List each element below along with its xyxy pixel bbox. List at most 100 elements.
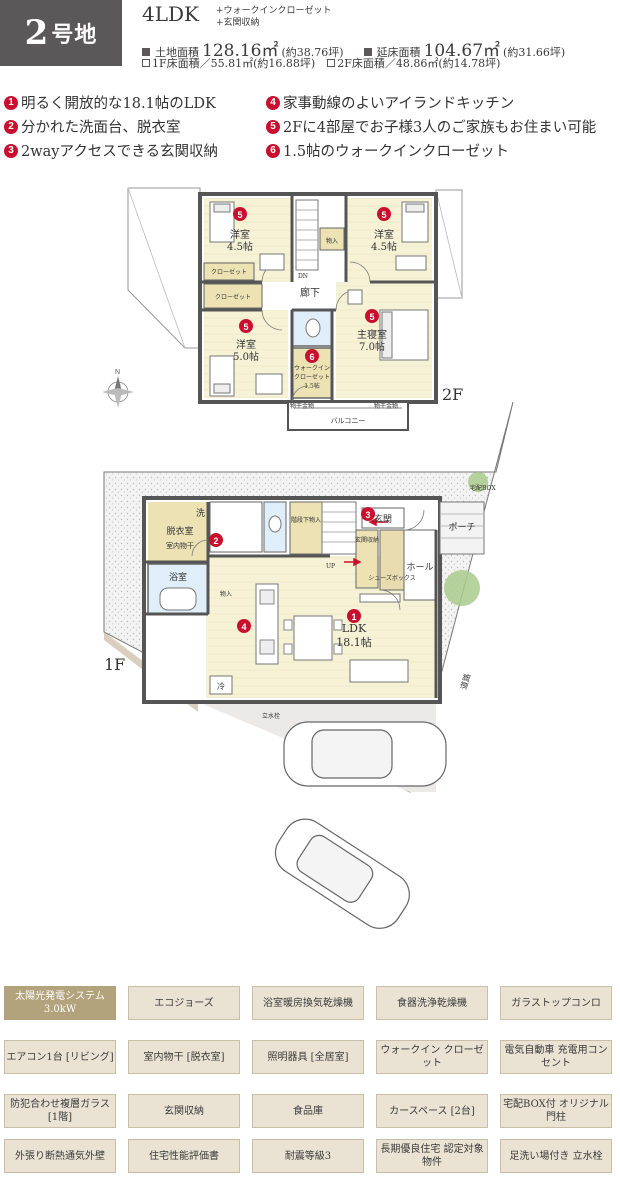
road-label: 道路 [458,672,472,690]
lot-suffix: 号地 [51,22,98,48]
marker-kitchen: 4 [241,622,246,632]
floor1-area: 1F床面積／55.81㎡(約16.88坪) [152,57,316,70]
plan-extra-1: +ウォークインクローゼット [216,6,332,16]
staircase-1f [321,501,357,555]
entrance-label: 玄関 [374,513,392,525]
balcony-label: バルコニー [331,417,366,425]
equipment-tile: 太陽光発電システム 3.0kW [4,986,116,1020]
equipment-tile: 食器洗浄乾燥機 [376,986,488,1020]
square-marker [327,59,336,67]
equipment-tile: 室内物干 [脱衣室] [128,1040,240,1074]
ldk-label: LDK [342,622,367,635]
feature-number-badge: 1 [4,95,18,110]
room-markers-2f: 5 5 5 5 6 [233,207,391,363]
equipment-tile: 浴室暖房換気乾燥機 [252,986,364,1020]
land-area-tsubo: (約38.76坪) [281,46,344,59]
equipment-tile: 外張り断熱通気外壁 [4,1139,116,1173]
marker-entrance: 3 [365,510,370,520]
marker-room-a: 5 [237,210,242,220]
car-icon [274,721,447,929]
compass-icon: N [102,369,134,408]
floor-2-label: 2F [442,385,463,404]
equipment-tile: 足洗い場付き 立水栓 [500,1139,612,1173]
room-hall [403,529,437,601]
equipment-tile: ウォークイン クローゼット [376,1040,488,1074]
hanger-label-2: 物干金物 [374,402,398,410]
storage-label: 物入 [326,237,338,245]
floor-2-plan: 洋室 4.5帖 洋室 4.5帖 洋室 5.0帖 主寝室 7.0帖 廊下 DN 物… [102,187,463,431]
marker-room-b: 5 [381,210,386,220]
dressing-sub-label: 室内物干 [166,541,194,550]
marker-wic: 6 [309,352,314,362]
wash-label: 洗 [196,507,205,519]
closet-a-label: クローゼット [215,293,251,301]
feature-number-badge: 3 [4,143,18,158]
feature-text: 明るく開放的な18.1帖のLDK [21,96,216,112]
floor-1-plan: 洗 脱衣室 室内物干 浴室 階段下物入 玄関 玄関収納 シューズボックス ホール… [103,401,514,929]
stair-down-label: DN [298,273,308,280]
marker-ldk: 1 [351,612,356,622]
floor-plan-diagram: 洋室 4.5帖 洋室 4.5帖 洋室 5.0帖 主寝室 7.0帖 廊下 DN 物… [102,187,514,929]
access-arrows [344,517,388,567]
room-stair-storage [289,501,323,555]
marker-dressing: 2 [213,536,218,546]
equipment-tile: 電気自動車 充電用コンセント [500,1040,612,1074]
roof-left [127,187,201,349]
marker-room-c: 5 [243,322,248,332]
closet-a [203,283,263,309]
fridge-label: 冷 [217,681,225,691]
porch-label: ポーチ [448,522,475,533]
stair-up-label: UP [326,563,335,570]
shoe-box-label: シューズボックス [368,574,416,582]
wic-label-2: クローゼット [294,373,330,381]
wic-size: 1.5帖 [304,382,320,390]
hall-label: ホール [406,562,433,573]
floor-area-tsubo: (約31.66坪) [503,46,566,59]
equipment-tile: エアコン1台 [リビング] [4,1040,116,1074]
room-size-master: 7.0帖 [359,340,385,353]
plan-extra-2: +玄関収納 [216,18,260,28]
tv-stand [359,593,401,603]
feature-number-badge: 5 [266,119,280,134]
room-size-c: 5.0帖 [233,350,259,363]
feature-text: 2wayアクセスできる玄関収納 [21,144,218,160]
dining-table [293,615,333,661]
feature-number-badge: 6 [266,143,280,158]
dressing-label: 脱衣室 [166,525,193,537]
feature-number-badge: 2 [4,119,18,134]
closet-b-label: クローゼット [211,268,247,276]
compass-north-label: N [115,369,120,376]
floor-1-label: 1F [104,655,125,674]
room-dressing [148,502,208,562]
equipment-tile: 玄関収納 [128,1094,240,1128]
square-marker [363,48,372,56]
equipment-tile: ガラストップコンロ [500,986,612,1020]
equipment-tile: 耐震等級3 [252,1139,364,1173]
room-label-c: 洋室 [236,338,256,351]
floor2-area: 2F床面積／48.86㎡(約14.78坪) [337,57,501,70]
equipment-tile: 防犯合わせ複層ガラス [1階] [4,1094,116,1128]
room-size-a: 4.5帖 [227,240,253,253]
feature-text: 家事動線のよいアイランドキッチン [283,96,515,112]
land-area-label: 土地面積 [155,46,199,59]
plan-type: 4LDK [142,2,199,26]
feature-number-badge: 4 [266,95,280,110]
ldk-size: 18.1帖 [336,636,372,649]
faucet-label: 立水栓 [262,712,280,720]
floor-area-label: 延床面積 [376,46,421,59]
room-entrance-storage [355,529,379,589]
room-size-b: 4.5帖 [371,240,397,253]
room-label-master: 主寝室 [357,328,387,341]
area-summary: 土地面積 128.16㎡ (約38.76坪) 延床面積 104.67㎡ (約31… [142,36,565,61]
equipment-tile: 食品庫 [252,1094,364,1128]
porch [439,501,485,555]
bathtub [159,587,197,611]
feature-text: 1.5帖のウォークインクローゼット [283,144,510,160]
equipment-tile: エコジョーズ [128,986,240,1020]
